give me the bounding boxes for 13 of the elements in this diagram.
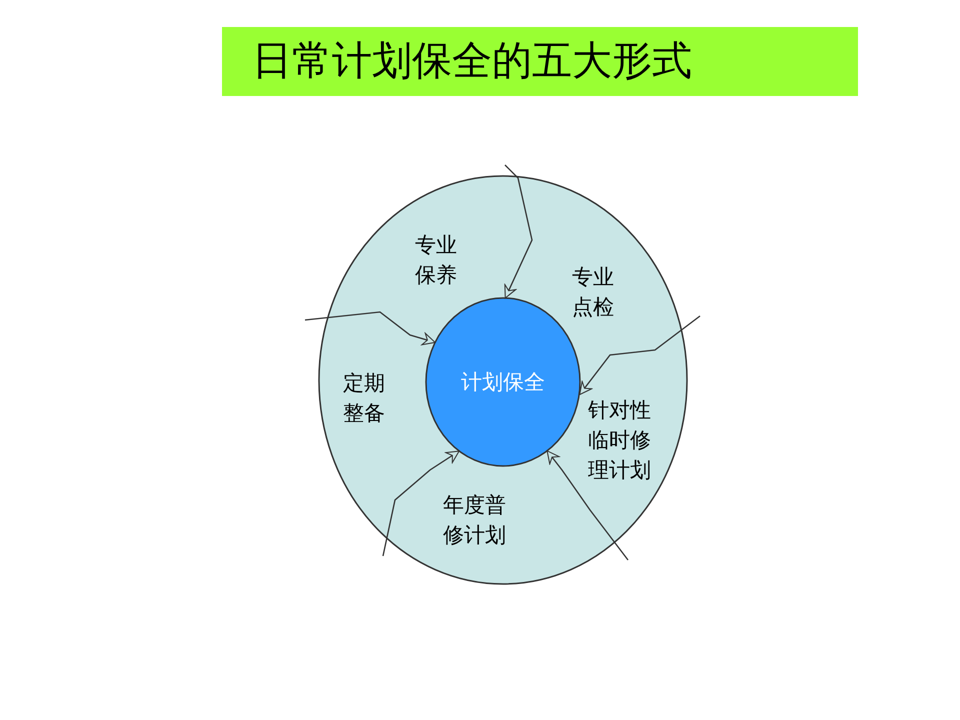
outer-ellipse [318,175,688,585]
segment-label: 针对性临时修理计划 [588,397,652,484]
segment-label: 专业点检 [572,264,615,321]
title-banner: 日常计划保全的五大形式 [222,27,858,96]
arrow [382,450,460,556]
arrow [304,311,436,346]
segment-label: 专业保养 [415,232,458,289]
arrow [546,450,629,560]
segment-label: 定期整备 [343,370,386,427]
arrow [579,315,700,396]
segment-label: 年度普修计划 [443,492,507,549]
center-label: 计划保全 [460,369,546,396]
arrow [504,164,533,298]
